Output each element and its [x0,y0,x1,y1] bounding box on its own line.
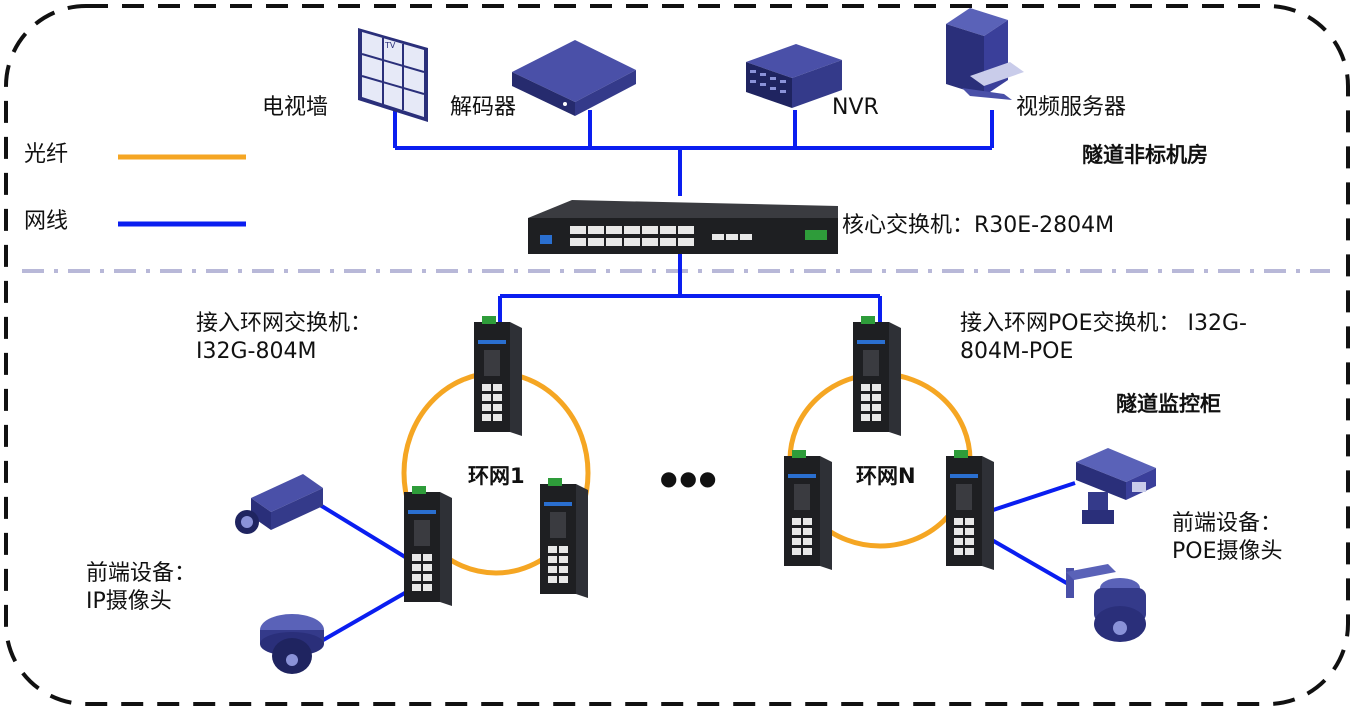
ring-n-label: 环网N [856,464,916,488]
frontend-right-label: 前端设备： POE摄像头 [1172,510,1282,566]
ring-switch-right-line2: 804M-POE [960,339,1074,364]
machine-room-title: 隧道非标机房 [1082,143,1208,167]
frontend-right-line1: 前端设备： [1172,511,1283,536]
video-server-icon [946,8,1024,100]
nvr-label: NVR [832,95,879,120]
ring-switch-left-label: 接入环网交换机： I32G-804M [196,310,372,366]
ring-switch-right-line1: 接入环网POE交换机： I32G- [960,311,1247,336]
ring-switch-1b-icon [540,478,588,598]
ring-switch-nb-icon [946,450,994,570]
frontend-left-label: 前端设备： IP摄像头 [86,560,196,616]
ring-switch-top-1-icon [474,316,522,436]
svg-text:TV: TV [384,41,396,50]
ring-switch-left-line2: I32G-804M [196,339,317,364]
core-switch-label: 核心交换机：R30E-2804M [842,213,1115,238]
top-network-lines [317,110,1076,645]
ring-switch-na-icon [784,450,832,570]
frontend-left-line1: 前端设备： [86,561,197,586]
frontend-right-line2: POE摄像头 [1172,539,1283,564]
legend-fiber-label: 光纤 [24,142,69,167]
outer-border [4,4,1350,706]
core-switch-icon [528,200,838,254]
video-wall-icon: TV [358,28,428,122]
ring-switch-left-line1: 接入环网交换机： [196,311,373,336]
decoder-icon [512,40,636,116]
ring-switch-right-label: 接入环网POE交换机： I32G- 804M-POE [960,310,1247,366]
ring-switch-1a-icon [404,486,452,606]
poe-box-camera-icon [1076,448,1156,524]
ring-switch-top-n-icon [853,316,901,436]
video-wall-label: 电视墙 [262,95,329,120]
decoder-label: 解码器 [450,95,517,120]
monitor-cabinet-title: 隧道监控柜 [1116,392,1221,416]
nvr-icon [746,44,842,108]
legend-cable-label: 网线 [24,209,69,234]
bullet-camera-icon [235,474,323,534]
ring-1-label: 环网1 [468,464,525,488]
frontend-left-line2: IP摄像头 [86,589,172,614]
ring-ellipsis: ●●● [660,466,719,490]
dome-camera-icon [260,614,324,674]
poe-dome-camera-icon [1066,564,1146,642]
video-server-label: 视频服务器 [1016,95,1127,120]
